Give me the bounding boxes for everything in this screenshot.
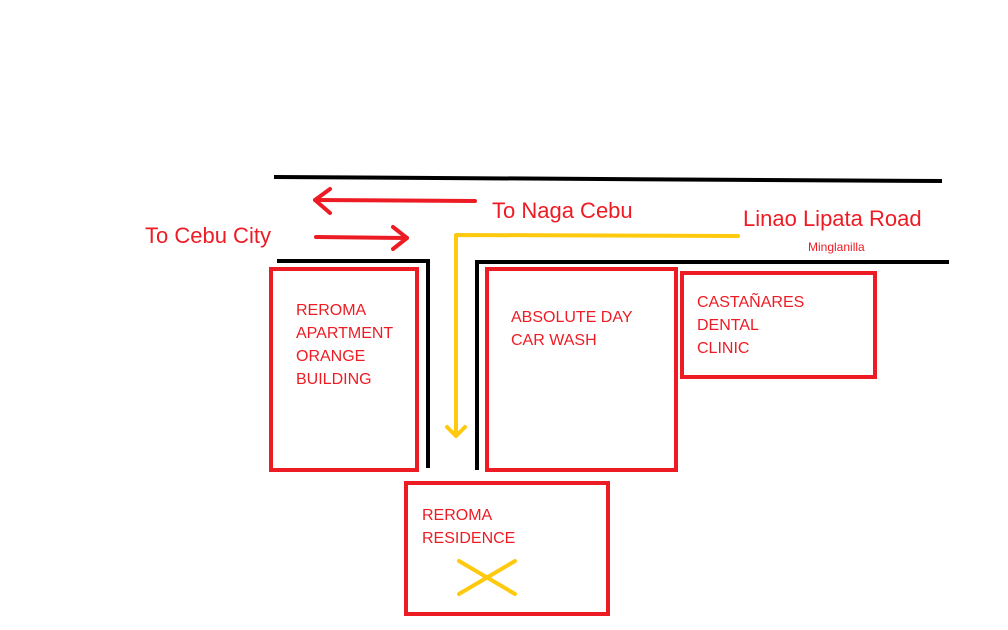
building-label-line: ABSOLUTE DAY	[511, 309, 633, 326]
svg-text:REROMA RESIDENCE: REROMA RESIDENCE	[422, 507, 515, 547]
svg-text:ABSOLUTE DAY CAR WASH: ABSOLUTE DAY CAR WASH	[511, 309, 637, 349]
building-label-line: CAR WASH	[511, 332, 597, 349]
building-label-line: APARTMENT	[296, 325, 393, 342]
building-reroma-apartment: REROMA APARTMENT ORANGE BUILDING	[269, 267, 419, 472]
svg-text:CASTAÑARES DENTAL: CASTAÑARES DENTAL CLINIC	[697, 291, 809, 357]
building-castanares-dental-clinic: CASTAÑARES DENTAL CLINIC	[680, 271, 877, 379]
arrow-down-icon	[445, 425, 467, 438]
building-absolute-day-car-wash: ABSOLUTE DAY CAR WASH	[485, 267, 678, 472]
roads	[273, 174, 949, 470]
building-label-line: ORANGE	[296, 348, 365, 365]
svg-text:REROMA APARTMENT O: REROMA APARTMENT ORANGE BUILDING	[296, 302, 397, 388]
building-label-line: RESIDENCE	[422, 530, 515, 547]
building-reroma-residence: REROMA RESIDENCE	[404, 481, 610, 616]
building-label-line: DENTAL	[697, 317, 759, 334]
road-edge-right-corner	[475, 260, 949, 470]
label-to-cebu-city: To Cebu City	[145, 223, 271, 248]
building-label-line: REROMA	[422, 507, 493, 524]
building-label-line: BUILDING	[296, 371, 372, 388]
road-top-edge	[273, 174, 943, 184]
arrow-right-icon	[314, 225, 409, 251]
building-label-line: REROMA	[296, 302, 367, 319]
building-label-line: CASTAÑARES	[697, 291, 804, 311]
road-edge-left-corner	[277, 259, 430, 468]
label-municipality: Minglanilla	[808, 240, 865, 254]
arrow-left-icon	[313, 187, 477, 215]
label-road-name: Linao Lipata Road	[743, 206, 922, 231]
building-label-line: CLINIC	[697, 340, 749, 357]
label-to-naga-cebu: To Naga Cebu	[492, 198, 633, 223]
route-path	[445, 233, 740, 438]
x-mark-icon	[457, 559, 517, 596]
